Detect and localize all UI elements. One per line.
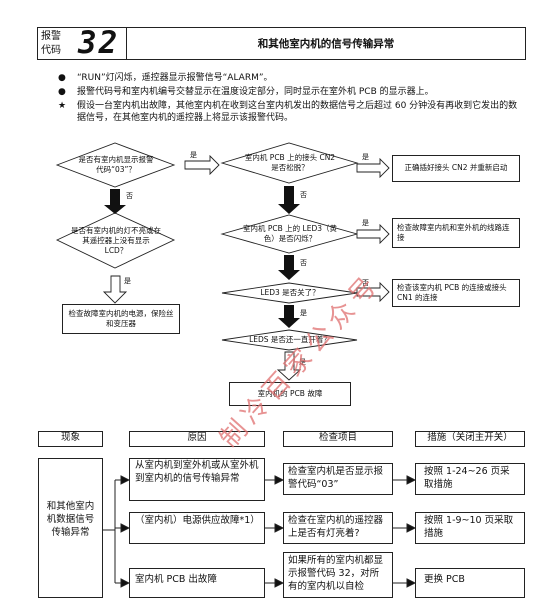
- action-cell-1: 按照 1-24~26 页采取措施: [415, 463, 525, 495]
- table-header-phenomenon: 现象: [38, 431, 103, 447]
- decision-diamond-2: [220, 142, 359, 184]
- bullet-mark-3: ★: [58, 101, 67, 111]
- decision-2-yes: 是: [362, 153, 369, 161]
- no-arrow-1: [104, 189, 126, 214]
- header-divider: [126, 28, 127, 59]
- check-cell-1: 检查室内机是否显示报警代码“03”: [283, 463, 393, 495]
- cause-text-1: 从室内机到室外机或从室外机到室内机的信号传输异常: [135, 460, 259, 484]
- check-text-3: 如果所有的室内机都显示报警代码 32，对所有的室内机以自检: [288, 555, 384, 592]
- alarm-title: 和其他室内机的信号传输异常: [257, 38, 395, 50]
- action-text-2: 按照 1-9~10 页采取措施: [424, 515, 514, 539]
- action-cell-2: 按照 1-9~10 页采取措施: [415, 512, 525, 544]
- decision-4-yes: 是: [362, 219, 369, 227]
- no-arrow-2: [278, 186, 300, 214]
- no-arrow-4: [278, 255, 300, 280]
- action-check-power: 检查故障室内机的电源，保险丝和变压器: [62, 304, 180, 334]
- decision-4-text: 室内机 PCB 上的 LED3（黄色）是否闪烁？: [242, 223, 338, 243]
- action-check-wiring: 检查故障室内机和室外机的线路连接: [392, 218, 520, 248]
- decision-4-no: 否: [300, 259, 307, 267]
- alarm-code-label: 报警 代码: [41, 31, 61, 56]
- action-check-cn1: 检查该室内机 PCB 的连接或接头 CN1 的连接: [392, 279, 520, 307]
- decision-1-yes: 是: [190, 151, 197, 159]
- bullet-text-1: “RUN”灯闪烁，遥控器显示报警信号“ALARM”。: [77, 73, 273, 83]
- alarm-code-display: 32: [78, 25, 120, 61]
- flowchart-graphics: [55, 142, 390, 381]
- cause-cell-1: 从室内机到室外机或从室外机到室内机的信号传输异常: [129, 458, 265, 501]
- header-action-text: 措施（关闭主开关）: [427, 432, 513, 443]
- yes-arrow-5: [278, 305, 300, 328]
- yes-arrow-6: [276, 351, 302, 381]
- decision-5-text: LED3 是否关了？: [260, 287, 320, 297]
- decision-2-no: 否: [300, 191, 307, 199]
- check-text-2: 检查在室内机的遥控器上是否有灯亮着?: [288, 515, 384, 539]
- decision-2-text: 室内机 PCB 上的接头 CN2 是否松脱？: [244, 152, 336, 172]
- yes-arrow-4: [356, 223, 390, 245]
- cause-text-3: 室内机 PCB 出故障: [135, 574, 217, 585]
- decision-diamond-6: [221, 329, 358, 351]
- yes-arrow-2: [356, 157, 390, 179]
- decision-1-no: 否: [126, 192, 133, 200]
- table-header-cause: 原因: [129, 431, 265, 447]
- phenomenon-text: 和其他室内机数据信号传输异常: [46, 501, 95, 538]
- decision-3-yes: 是: [124, 277, 131, 285]
- action-pcb-fault: 室内机的 PCB 故障: [229, 382, 351, 406]
- table-header-check: 检查项目: [283, 431, 393, 447]
- header-check-text: 检查项目: [318, 432, 357, 443]
- check-cell-2: 检查在室内机的遥控器上是否有灯亮着?: [283, 512, 393, 544]
- bullet-text-2: 报警代码号和室内机编号交替显示在温度设定部分，同时显示在室外机 PCB 的显示器…: [77, 87, 434, 97]
- yes-arrow-3: [102, 275, 128, 304]
- action-text-1: 按照 1-24~26 页采取措施: [424, 466, 510, 490]
- bullet-mark-2: ●: [58, 87, 66, 97]
- yes-arrow-1: [184, 154, 220, 176]
- decision-5-yes: 是: [300, 309, 307, 317]
- action-reconnect-cn2: 正确插好接头 CN2 并重新启动: [392, 155, 520, 182]
- cause-cell-2: （室内机）电源供应故障*1）: [129, 512, 265, 544]
- decision-1-text: 是否有室内机显示报警代码“03”？: [78, 154, 154, 174]
- cause-text-2: （室内机）电源供应故障*1）: [135, 515, 260, 526]
- decision-diamond-3: [55, 212, 176, 269]
- header-cause-text: 原因: [187, 432, 207, 443]
- header-phenomenon-text: 现象: [60, 432, 80, 443]
- bullet-mark-1: ●: [58, 73, 66, 83]
- table-header-action: 措施（关闭主开关）: [415, 431, 525, 447]
- bullet-text-3: 假设一台室内机出故障，其他室内机在收到这台室内机发出的数据信号之后超过 60 分…: [77, 101, 518, 124]
- decision-6-yes: 是: [299, 358, 306, 366]
- decision-6-text: LEDS 是否还一直开着？: [249, 334, 331, 344]
- decision-diamond-1: [55, 142, 176, 188]
- decision-3-text: 是否有室内机的灯不亮或在其遥控器上没有显示 LCD？: [71, 225, 161, 256]
- alarm-header: 报警 代码 32 和其他室内机的信号传输异常: [37, 25, 526, 61]
- action-text-3: 更换 PCB: [424, 574, 465, 585]
- phenomenon-cell: 和其他室内机数据信号传输异常: [38, 458, 103, 598]
- check-text-1: 检查室内机是否显示报警代码“03”: [288, 466, 384, 490]
- no-arrow-5: [356, 281, 390, 303]
- decision-5-no: 否: [362, 279, 369, 287]
